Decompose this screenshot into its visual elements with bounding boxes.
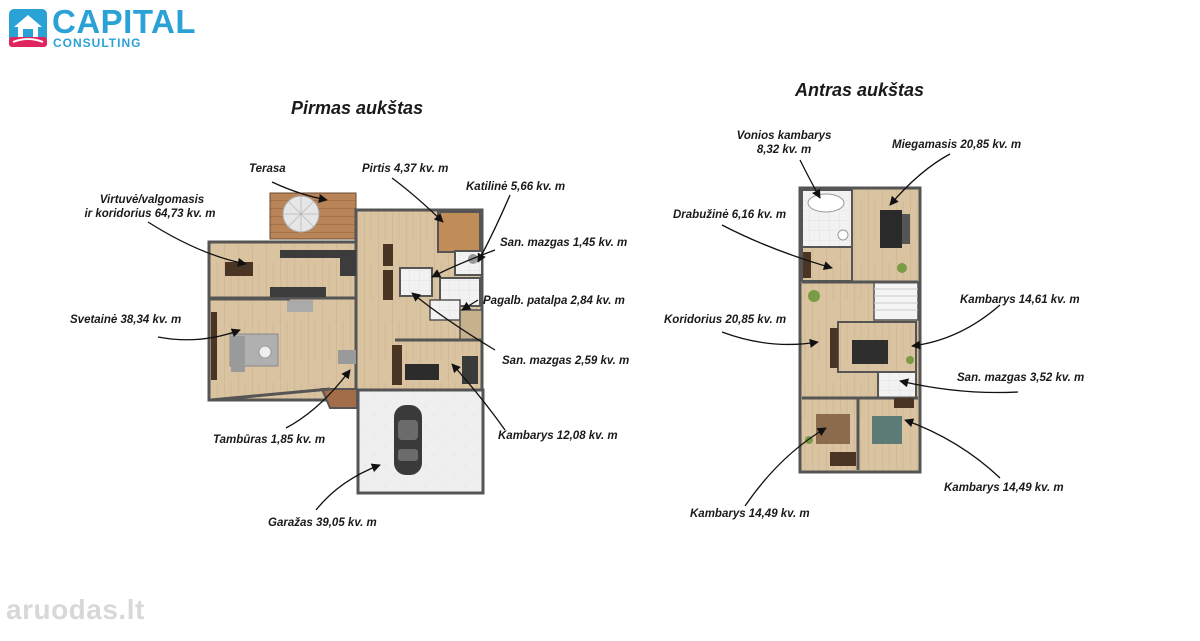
house-logo-icon — [9, 9, 47, 47]
label-virtuve-line2: ir koridorius 64,73 kv. m — [84, 208, 216, 220]
label-koridorius: Koridorius 20,85 kv. m — [664, 314, 787, 326]
label-kambarys-c: Kambarys 14,49 kv. m — [944, 482, 1064, 494]
car-icon — [394, 405, 422, 475]
first-floor-title: Pirmas aukštas — [291, 98, 424, 118]
label-san-mazgas-b: San. mazgas 2,59 kv. m — [502, 355, 630, 367]
label-miegamasis: Miegamasis 20,85 kv. m — [892, 139, 1022, 151]
label-katiline: Katilinė 5,66 kv. m — [466, 181, 566, 193]
label-drabuzine: Drabužinė 6,16 kv. m — [673, 209, 787, 221]
label-pirtis: Pirtis 4,37 kv. m — [362, 163, 449, 175]
second-floor-title: Antras aukštas — [795, 80, 925, 100]
label-san-mazgas: San. mazgas 3,52 kv. m — [957, 372, 1085, 384]
label-vonios-line1: Vonios kambarys — [736, 130, 832, 142]
leader-lines — [147, 153, 1019, 511]
first-floor-plan — [207, 192, 485, 495]
label-pagalb-patalpa: Pagalb. patalpa 2,84 kv. m — [483, 295, 625, 307]
label-terasa: Terasa — [249, 163, 286, 175]
label-tamburas: Tambūras 1,85 kv. m — [213, 434, 326, 446]
brand-name: CAPITAL — [52, 3, 197, 40]
label-san-mazgas-a: San. mazgas 1,45 kv. m — [500, 237, 628, 249]
label-kambarys-b: Kambarys 14,49 kv. m — [690, 508, 810, 520]
label-virtuve-line1: Virtuvė/valgomasis — [99, 194, 205, 206]
label-kambarys-a: Kambarys 14,61 kv. m — [960, 294, 1080, 306]
label-vonios-line2: 8,32 kv. m — [756, 144, 812, 156]
label-kambarys: Kambarys 12,08 kv. m — [498, 430, 618, 442]
watermark: aruodas.lt — [6, 594, 145, 625]
label-svetaine: Svetainė 38,34 kv. m — [70, 314, 182, 326]
label-garazas: Garažas 39,05 kv. m — [268, 517, 377, 529]
brand-subtitle: CONSULTING — [53, 36, 142, 50]
second-floor-plan — [798, 186, 922, 474]
